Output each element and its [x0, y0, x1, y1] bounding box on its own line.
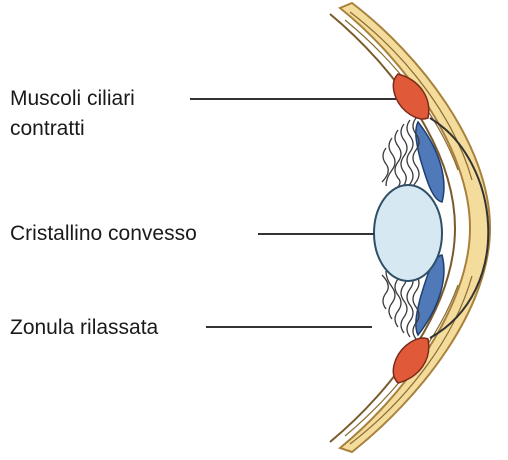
label-ciliary-muscles-line2: contratti: [10, 116, 85, 142]
label-ciliary-muscles-line1: Muscoli ciliari: [10, 86, 135, 112]
convex-lens: [374, 185, 442, 281]
label-convex-lens: Cristallino convesso: [10, 221, 197, 247]
label-relaxed-zonule: Zonula rilassata: [10, 315, 158, 341]
